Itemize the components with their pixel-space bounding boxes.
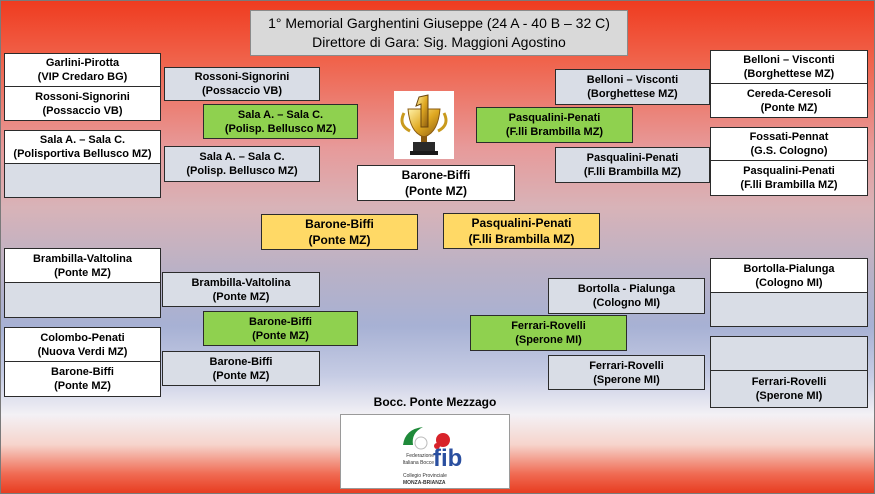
team-club: (Ponte MZ)	[54, 266, 111, 279]
team-club: (Borghettese MZ)	[743, 68, 835, 80]
fib-emblem-icon	[403, 427, 450, 450]
left-r1-slot-3: Sala A. – Sala C. (Polisportiva Bellusco…	[4, 130, 161, 164]
team-name: Fossati-Pennat	[749, 131, 829, 143]
right-r1-slot-8: Ferrari-Rovelli (Sperone MI)	[710, 370, 868, 408]
race-director: Direttore di Gara: Sig. Maggioni Agostin…	[312, 34, 566, 50]
team-name: Barone-Biffi	[249, 315, 312, 328]
team-name: Brambilla-Valtolina	[191, 276, 291, 289]
team-club: (Cologno MI)	[592, 297, 661, 309]
gold-trophy-icon	[394, 91, 454, 159]
team-name: Colombo-Penati	[40, 331, 125, 344]
team-club: (Possaccio VB)	[201, 85, 283, 97]
team-club: (Ponte MZ)	[212, 369, 270, 382]
right-r2-slot-1: Belloni – Visconti (Borghettese MZ)	[555, 69, 710, 105]
right-r1-slot-7-empty	[710, 336, 868, 371]
team-club: (F.lli Brambilla MZ)	[740, 179, 838, 191]
title-box: 1° Memorial Garghentini Giuseppe (24 A -…	[250, 10, 628, 56]
team-name: Sala A. – Sala C.	[199, 151, 285, 163]
left-r1-slot-6-empty	[4, 282, 161, 318]
team-club: (Possaccio VB)	[42, 104, 123, 117]
team-name: Ferrari-Rovelli	[511, 320, 586, 332]
team-club: (Polisportiva Bellusco MZ)	[13, 148, 152, 160]
team-name: Bortolla - Pialunga	[577, 283, 676, 295]
team-club: (Sperone MI)	[755, 390, 823, 402]
fib-federation-line: Federazione	[406, 453, 434, 459]
team-name: Pasqualini-Penati	[586, 152, 679, 164]
left-r1-slot-5: Brambilla-Valtolina (Ponte MZ)	[4, 248, 161, 283]
left-r1-slot-8: Barone-Biffi (Ponte MZ)	[4, 361, 161, 397]
fib-italiana-line: Italiana Bocce	[402, 460, 434, 466]
team-club: (F.lli Brambilla MZ)	[505, 126, 604, 138]
team-name: Barone-Biffi	[305, 217, 374, 231]
team-club: (Sperone MI)	[593, 373, 660, 386]
right-r2-slot-2: Pasqualini-Penati (F.lli Brambilla MZ)	[555, 147, 710, 183]
winner-box: Barone-Biffi (Ponte MZ)	[357, 165, 515, 201]
left-r2-slot-4: Barone-Biffi (Ponte MZ)	[162, 351, 320, 386]
team-club: (Ponte MZ)	[54, 380, 111, 392]
right-r1-slot-5: Bortolla-Pialunga (Cologno MI)	[710, 258, 868, 293]
team-club: (Ponte MZ)	[308, 233, 371, 247]
team-club: (Borghettese MZ)	[587, 88, 678, 100]
team-name: Barone-Biffi	[51, 366, 114, 378]
team-name: Ferrari-Rovelli	[589, 359, 664, 372]
left-semifinal-slot-2: Barone-Biffi (Ponte MZ)	[203, 311, 358, 346]
right-r1-slot-2: Cereda-Ceresoli (Ponte MZ)	[710, 83, 868, 118]
team-name: Barone-Biffi	[209, 355, 273, 368]
right-r1-slot-1: Belloni – Visconti (Borghettese MZ)	[710, 50, 868, 84]
team-club: (F.lli Brambilla MZ)	[583, 166, 682, 178]
team-name: Pasqualini-Penati	[743, 165, 835, 177]
team-name: Belloni – Visconti	[743, 54, 835, 66]
team-club: (Ponte MZ)	[212, 290, 270, 303]
host-club-label: Bocc. Ponte Mezzago	[373, 395, 497, 409]
right-semifinal-slot-1: Pasqualini-Penati (F.lli Brambilla MZ)	[476, 107, 633, 143]
left-r1-slot-2: Rossoni-Signorini (Possaccio VB)	[4, 86, 161, 121]
team-club: (Sperone MI)	[515, 334, 582, 346]
team-name: Ferrari-Rovelli	[751, 376, 827, 388]
team-name: Sala A. – Sala C.	[237, 108, 324, 121]
team-name: Rossoni-Signorini	[35, 90, 130, 103]
fib-abbreviation: fib	[433, 445, 463, 472]
left-r2-slot-1: Rossoni-Signorini (Possaccio VB)	[164, 67, 320, 101]
left-r2-slot-2: Sala A. – Sala C. (Polisp. Bellusco MZ)	[164, 146, 320, 182]
right-r1-slot-4: Pasqualini-Penati (F.lli Brambilla MZ)	[710, 160, 868, 196]
fib-province-line: MONZA-BRIANZA	[403, 480, 446, 486]
right-r2-slot-3: Bortolla - Pialunga (Cologno MI)	[548, 278, 705, 314]
right-r1-slot-6-empty	[710, 292, 868, 327]
team-name: Bortolla-Pialunga	[743, 262, 835, 275]
team-club: (F.lli Brambilla MZ)	[468, 232, 575, 246]
team-club: (Nuova Verdi MZ)	[37, 345, 128, 358]
team-club: (G.S. Cologno)	[750, 145, 828, 157]
team-name: Rossoni-Signorini	[194, 71, 290, 83]
team-name: Belloni – Visconti	[586, 74, 679, 86]
fib-collegio-line: Collegio Provinciale	[403, 473, 447, 479]
left-r1-slot-7: Colombo-Penati (Nuova Verdi MZ)	[4, 327, 161, 362]
left-r2-slot-3: Brambilla-Valtolina (Ponte MZ)	[162, 272, 320, 307]
team-name: Brambilla-Valtolina	[32, 252, 133, 265]
tournament-title: 1° Memorial Garghentini Giuseppe (24 A -…	[268, 15, 610, 31]
left-r1-slot-1: Garlini-Pirotta (VIP Credaro BG)	[4, 53, 161, 87]
fib-logo: fib Federazione Italiana Bocce Collegio …	[340, 414, 510, 489]
team-name: Pasqualini-Penati	[508, 112, 601, 124]
team-club: (Cologno MI)	[755, 276, 823, 289]
right-semifinal-slot-2: Ferrari-Rovelli (Sperone MI)	[470, 315, 627, 351]
team-club: (Ponte MZ)	[252, 329, 309, 342]
right-r2-slot-4: Ferrari-Rovelli (Sperone MI)	[548, 355, 705, 390]
team-name: Pasqualini-Penati	[471, 216, 572, 230]
team-name: Barone-Biffi	[401, 168, 471, 182]
right-finalist: Pasqualini-Penati (F.lli Brambilla MZ)	[443, 213, 600, 249]
left-finalist: Barone-Biffi (Ponte MZ)	[261, 214, 418, 250]
team-club: (Polisp. Bellusco MZ)	[224, 122, 337, 135]
team-name: Cereda-Ceresoli	[746, 87, 832, 100]
right-r1-slot-3: Fossati-Pennat (G.S. Cologno)	[710, 127, 868, 161]
team-club: (Ponte MZ)	[405, 184, 467, 198]
left-r1-slot-4-empty	[4, 163, 161, 198]
trophy-graphic	[400, 94, 448, 155]
team-club: (VIP Credaro BG)	[37, 71, 128, 83]
team-name: Sala A. – Sala C.	[39, 134, 126, 146]
team-club: (Ponte MZ)	[760, 101, 818, 114]
left-semifinal-slot-1: Sala A. – Sala C. (Polisp. Bellusco MZ)	[203, 104, 358, 139]
team-name: Garlini-Pirotta	[45, 57, 120, 69]
team-club: (Polisp. Bellusco MZ)	[186, 165, 298, 177]
